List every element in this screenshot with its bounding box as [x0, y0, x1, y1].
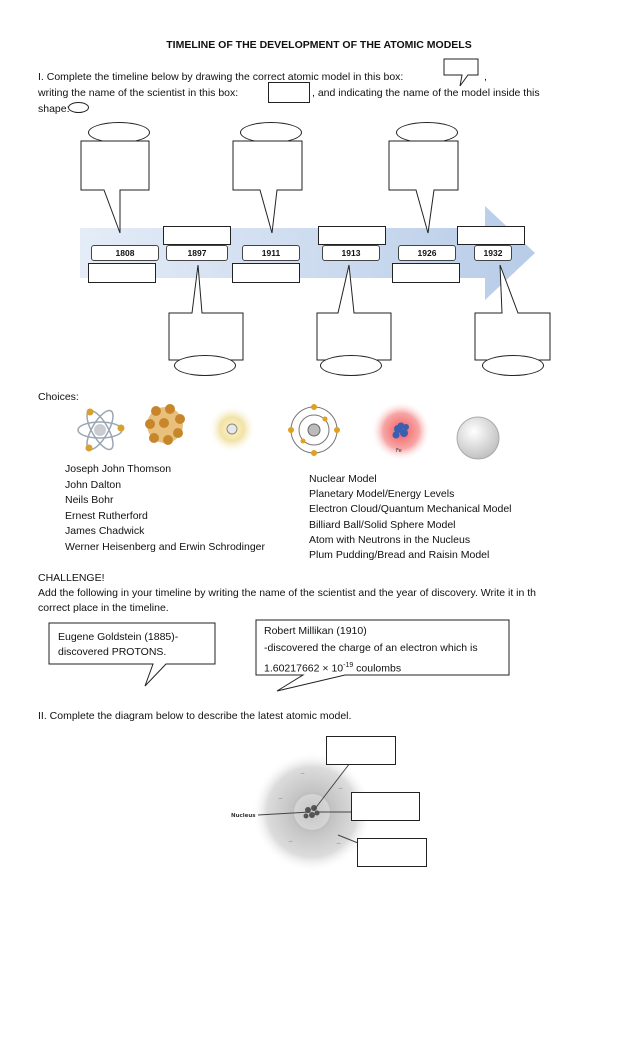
model-drawing-box-4[interactable] [316, 262, 392, 362]
solid-sphere-atom-icon [456, 416, 500, 460]
model-drawing-box-2[interactable] [168, 262, 244, 362]
model-drawing-box-6[interactable] [474, 262, 552, 362]
scientist-box-sample [268, 82, 310, 103]
scientist-item: Neils Bohr [65, 494, 114, 506]
electron-cloud-diagram: − − − − − Nucleus [231, 752, 372, 872]
scientist-box-3[interactable] [232, 263, 300, 283]
scientist-item: James Chadwick [65, 525, 145, 537]
year-label-4: 1913 [322, 245, 380, 261]
model-item: Electron Cloud/Quantum Mechanical Model [309, 503, 512, 515]
model-item: Atom with Neutrons in the Nucleus [309, 534, 471, 546]
electron-cloud-atom-icon [77, 408, 125, 452]
neutron-nucleus-atom-icon: Fe [371, 401, 431, 461]
choices-label: Choices: [38, 391, 79, 403]
svg-text:−: − [288, 838, 293, 845]
plum-pudding-atom-icon [145, 404, 185, 445]
model-name-oval-6[interactable] [482, 355, 544, 376]
model-drawing-box-5[interactable] [388, 140, 460, 240]
model-drawing-box-1[interactable] [80, 140, 150, 240]
goldstein-line-1: Eugene Goldstein (1885)- [58, 631, 179, 643]
callout-bubble-millikan [255, 619, 510, 692]
model-oval-sample [68, 102, 89, 113]
scientist-item: Joseph John Thomson [65, 463, 172, 475]
challenge-heading: CHALLENGE! [38, 572, 105, 584]
millikan-line-1: Robert Millikan (1910) [264, 625, 367, 637]
instruction-line-2b: , and indicating the name of the model i… [312, 87, 540, 99]
part2-instruction: II. Complete the diagram below to descri… [38, 710, 352, 722]
year-label-5: 1926 [398, 245, 456, 261]
instruction-line-1: I. Complete the timeline below by drawin… [38, 71, 404, 83]
goldstein-line-2: discovered PROTONS. [58, 646, 167, 658]
svg-text:−: − [278, 795, 283, 802]
scientist-item: Werner Heisenberg and Erwin Schrodinger [65, 541, 265, 553]
challenge-line-1: Add the following in your timeline by wr… [38, 587, 537, 599]
bohr-atom-icon [288, 404, 340, 456]
year-label-1: 1808 [91, 245, 159, 261]
scientist-box-1[interactable] [88, 263, 156, 283]
millikan-exponent: -19 [343, 662, 354, 669]
svg-text:−: − [336, 840, 341, 847]
nuclear-atom-icon [208, 405, 256, 453]
scientist-item: Ernest Rutherford [65, 510, 148, 522]
nucleus-label: Nucleus [231, 813, 256, 819]
svg-text:−: − [300, 770, 305, 777]
speech-box-sample-icon [443, 58, 479, 87]
scientist-box-5[interactable] [392, 263, 460, 283]
millikan-line-2: -discovered the charge of an electron wh… [264, 642, 478, 654]
diagram-answer-box-2[interactable] [351, 792, 420, 821]
scientist-item: John Dalton [65, 479, 122, 491]
year-label-6: 1932 [474, 245, 512, 261]
scientist-box-6[interactable] [457, 226, 525, 245]
model-item: Planetary Model/Energy Levels [309, 488, 455, 500]
challenge-line-2: correct place in the timeline. [38, 602, 169, 614]
millikan-unit: coulombs [353, 662, 402, 675]
diagram-answer-box-3[interactable] [357, 838, 427, 867]
model-name-oval-4[interactable] [320, 355, 382, 376]
atom-element-label: Fe [396, 448, 402, 454]
instruction-line-2a: writing the name of the scientist in thi… [38, 87, 239, 99]
scientist-box-2[interactable] [163, 226, 231, 245]
scientist-box-4[interactable] [318, 226, 386, 245]
svg-text:−: − [338, 785, 343, 792]
year-label-2: 1897 [166, 245, 228, 261]
millikan-line-3: 1.60217662 × 10-19 coulombs [264, 658, 401, 677]
instruction-line-3: shape: [38, 103, 70, 115]
model-item: Plum Pudding/Bread and Raisin Model [309, 549, 490, 561]
model-item: Billiard Ball/Solid Sphere Model [309, 519, 456, 531]
comma: , [484, 71, 487, 83]
callout-bubble-goldstein [48, 622, 216, 687]
model-drawing-box-3[interactable] [232, 140, 304, 240]
millikan-value: 1.60217662 × 10 [264, 662, 344, 675]
diagram-answer-box-1[interactable] [326, 736, 396, 765]
model-item: Nuclear Model [309, 473, 377, 485]
year-label-3: 1911 [242, 245, 300, 261]
model-name-oval-2[interactable] [174, 355, 236, 376]
page-title: TIMELINE OF THE DEVELOPMENT OF THE ATOMI… [166, 39, 472, 51]
